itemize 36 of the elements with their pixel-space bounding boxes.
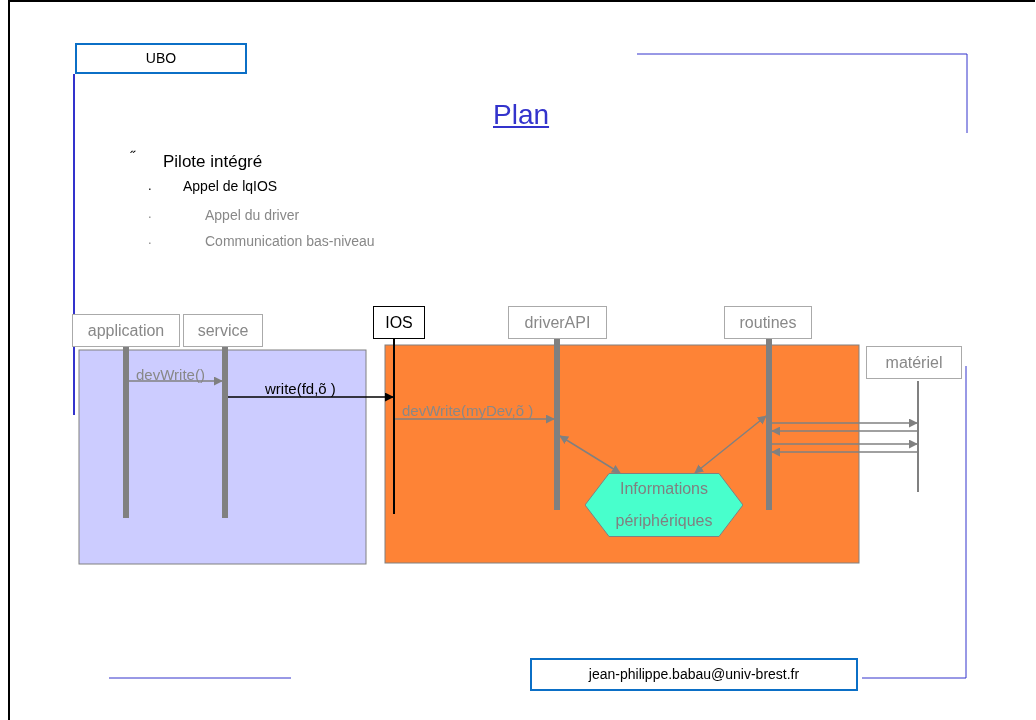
arrow bbox=[771, 439, 918, 449]
participant-box: matériel bbox=[866, 346, 962, 379]
bullet-mark: . bbox=[148, 177, 152, 195]
arrow bbox=[394, 414, 555, 424]
lifeline bbox=[917, 381, 919, 492]
lifeline bbox=[393, 339, 395, 514]
arrow bbox=[694, 415, 767, 474]
slide-title: Plan bbox=[493, 98, 550, 132]
bullet-mark: . bbox=[148, 231, 152, 249]
arrow bbox=[128, 376, 223, 386]
bullet-mark: ˝ bbox=[130, 147, 135, 167]
participant-box: routines bbox=[724, 306, 812, 339]
arrow bbox=[559, 435, 621, 474]
bullet-text: Pilote intégré bbox=[163, 151, 263, 173]
arrow bbox=[771, 426, 918, 436]
arrow bbox=[227, 392, 394, 402]
arrow bbox=[771, 418, 918, 428]
bullet-mark: . bbox=[148, 205, 152, 223]
edge-label: devWrite(myDev,õ ) bbox=[402, 401, 534, 421]
email-box: jean-philippe.babau@univ-brest.fr bbox=[530, 658, 858, 691]
bullet-text: Communication bas-niveau bbox=[205, 232, 375, 251]
participant-box: IOS bbox=[373, 306, 425, 339]
bullet-text: Appel de lqIOS bbox=[183, 177, 278, 196]
arrow bbox=[771, 447, 918, 457]
participant-box: service bbox=[183, 314, 263, 347]
edge-label: devWrite() bbox=[136, 365, 205, 385]
lifeline bbox=[766, 339, 772, 510]
participant-box: application bbox=[72, 314, 180, 347]
hexagon-shape: Informations périphériques bbox=[585, 473, 743, 537]
bullet-text: Appel du driver bbox=[205, 206, 300, 225]
lifeline bbox=[123, 347, 129, 518]
header-box: UBO bbox=[75, 43, 247, 74]
lifeline bbox=[554, 339, 560, 510]
edge-label: write(fd,õ ) bbox=[265, 379, 336, 399]
participant-box: driverAPI bbox=[508, 306, 607, 339]
lifeline bbox=[222, 347, 228, 518]
